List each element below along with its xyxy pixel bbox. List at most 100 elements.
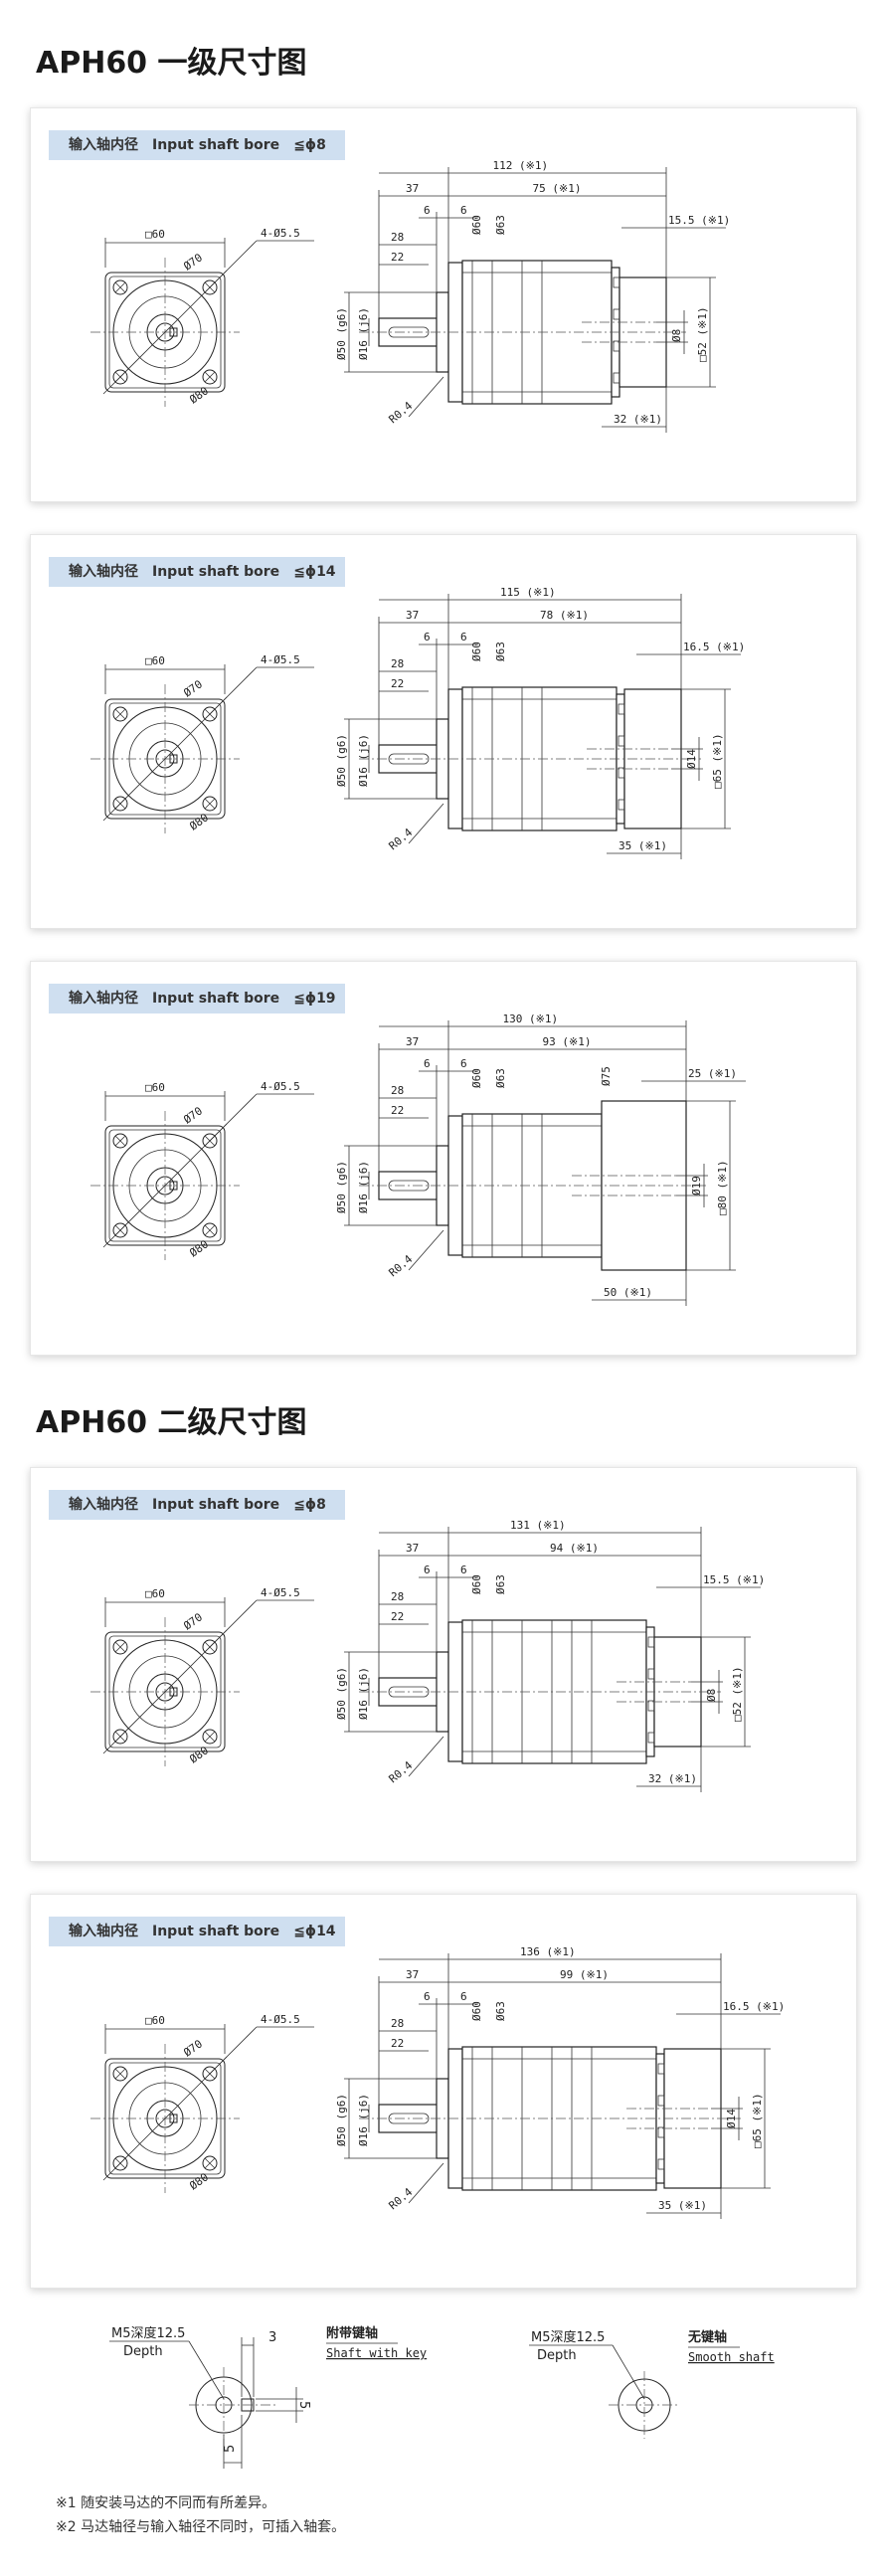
bore-label-en: Input shaft bore (152, 1497, 280, 1513)
bore-value: ≦ϕ14 (293, 564, 336, 580)
bore-value: ≦ϕ8 (293, 137, 326, 153)
dim-d16: Ø16 (j6) (357, 2094, 370, 2146)
dim-l28: 28 (391, 1084, 404, 1097)
shaft-key (388, 753, 430, 765)
keyed-dim-b: 5 (223, 2445, 238, 2453)
dim-d60: Ø60 (470, 1068, 483, 1088)
mount-hole (112, 796, 128, 812)
front-square-label: □60 (145, 654, 165, 667)
dim-s1: 6 (424, 1057, 431, 1070)
dim-r: R0.4 (387, 1758, 416, 1785)
adapter-bolt (613, 372, 620, 384)
front-holes-label: 4-Ø5.5 (261, 1586, 300, 1599)
dim-c: 25 (※1) (688, 1067, 737, 1080)
dim-d60: Ø60 (470, 1574, 483, 1594)
dim-bottom: 32 (※1) (614, 413, 662, 426)
dim-bottom: 32 (※1) (648, 1772, 697, 1785)
mount-hole (202, 1639, 218, 1655)
leader-line (408, 803, 444, 844)
mount-hole (202, 1222, 218, 1238)
dim-l22: 22 (391, 677, 404, 690)
dim-d16: Ø16 (j6) (357, 307, 370, 360)
diagonal (102, 696, 228, 822)
diagonal (102, 1629, 228, 1754)
keyed-title-cn: 附带键轴 (326, 2325, 378, 2341)
mount-hole-cross (114, 2068, 126, 2080)
leader-line (209, 1093, 258, 1142)
shaft-key (388, 1180, 430, 1192)
dim-bottom: 35 (※1) (619, 839, 667, 852)
leader-line (408, 1229, 444, 1271)
dim-a: 37 (406, 609, 419, 622)
mount-hole (112, 1639, 128, 1655)
bore-label-en: Input shaft bore (152, 1924, 280, 1939)
dim-s2: 6 (460, 631, 467, 644)
leader-line (209, 666, 258, 715)
leader-line (408, 1736, 444, 1777)
dim-s1: 6 (424, 1564, 431, 1576)
dim-d63: Ø63 (494, 1068, 507, 1088)
dim-s2: 6 (460, 1057, 467, 1070)
bore-circle (155, 322, 175, 342)
smooth-thread-label: M5深度12.5 (531, 2329, 605, 2345)
footnote-2: ※2 马达轴径与输入轴径不同时，可插入轴套。 (56, 2519, 346, 2535)
dim-s2: 6 (460, 204, 467, 217)
adapter-bolt (647, 1636, 655, 1648)
dim-d60: Ø60 (470, 215, 483, 235)
adapter-bolt (647, 1700, 655, 1712)
motor-adapter (663, 2048, 722, 2189)
footnotes: ※1 随安装马达的不同而有所差异。 ※2 马达轴径与输入轴径不同时，可插入轴套。 (56, 2491, 345, 2539)
bore-circle (155, 1176, 175, 1196)
dim-r: R0.4 (387, 1252, 416, 1279)
mount-hole (112, 1133, 128, 1149)
bore-label-en: Input shaft bore (152, 137, 280, 153)
dim-a: 37 (406, 1035, 419, 1048)
dim-d50: Ø50 (g6) (335, 1667, 348, 1720)
leader-line (209, 2026, 258, 2075)
dim-d60: Ø60 (470, 2001, 483, 2021)
dim-d63: Ø63 (494, 215, 507, 235)
bore-circle (155, 2109, 175, 2128)
adapter-bolt (618, 799, 625, 811)
dim-d16: Ø16 (j6) (357, 1161, 370, 1213)
section-title-stage2: APH60 二级尺寸图 (36, 1405, 307, 1440)
mount-hole (202, 1729, 218, 1745)
smooth-title-en: Smooth shaft (688, 2350, 775, 2364)
dim-b: 93 (※1) (543, 1035, 592, 1048)
bore-label-en: Input shaft bore (152, 564, 280, 580)
dim-c: 16.5 (※1) (723, 2000, 785, 2013)
mount-hole (112, 369, 128, 385)
front-d1-label: Ø70 (181, 251, 205, 273)
dim-d63: Ø63 (494, 2001, 507, 2021)
mount-hole-cross (204, 1731, 216, 1743)
front-d1-label: Ø70 (181, 2037, 205, 2059)
dim-total: 115 (※1) (500, 586, 556, 599)
leader-line (209, 1599, 258, 1648)
leader-line (408, 376, 444, 418)
smooth-shaft-detail: M5深度12.5 Depth 无键轴 Smooth shaft (517, 2317, 885, 2439)
bore-label-cn: 输入轴内径 (69, 564, 138, 580)
dim-r: R0.4 (387, 826, 416, 852)
dim-b: 94 (※1) (550, 1542, 599, 1555)
front-square-label: □60 (145, 228, 165, 241)
adapter-bolt (657, 2126, 665, 2138)
adapter-bolt (657, 2158, 665, 2170)
front-holes-label: 4-Ø5.5 (261, 227, 300, 240)
mount-hole (202, 2066, 218, 2082)
dim-l28: 28 (391, 2017, 404, 2030)
front-holes-label: 4-Ø5.5 (261, 2013, 300, 2026)
dim-d75: Ø75 (600, 1066, 613, 1086)
mount-hole-cross (204, 371, 216, 383)
dim-rd1: Ø19 (690, 1176, 703, 1196)
mount-hole (112, 279, 128, 295)
dim-rd2: □65 (※1) (751, 2093, 764, 2148)
mount-hole-cross (204, 1224, 216, 1236)
dim-l22: 22 (391, 1610, 404, 1623)
footnote-1: ※1 随安装马达的不同而有所差异。 (56, 2495, 276, 2511)
dim-a: 37 (406, 1542, 419, 1555)
dim-rd1: Ø14 (685, 749, 698, 769)
